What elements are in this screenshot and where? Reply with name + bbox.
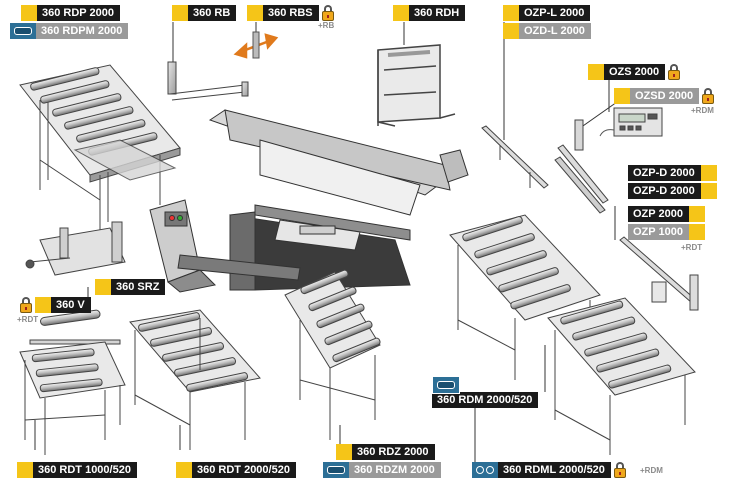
label-360-v: 360 V <box>17 297 91 313</box>
label-360-rdt-2000-520: 360 RDT 2000/520 <box>176 462 296 478</box>
control-module-icon <box>323 462 349 478</box>
rdh-frame <box>377 44 456 127</box>
rdz-table <box>284 269 381 440</box>
rdp-table <box>19 64 181 230</box>
bandsaw-machine <box>149 109 469 293</box>
label-ozs-2000: OZS 2000 <box>588 64 681 80</box>
label-360-rdz-2000: 360 RDZ 2000 <box>336 444 435 460</box>
label-ozp-l-2000: OZP-L 2000 <box>503 5 591 21</box>
control-module-icon <box>432 376 460 394</box>
motor-rollers-icon <box>472 462 498 478</box>
ozp-1000-sub: +RDT <box>681 243 703 252</box>
rdml-sub: +RDM <box>640 466 663 475</box>
rdt-1000-table <box>19 341 126 455</box>
label-ozp-d-2000-second: OZP-D 2000 <box>628 183 717 199</box>
label-360-rbs: 360 RBS <box>247 5 335 21</box>
rdt-2000-table <box>129 309 261 450</box>
label-360-rb: 360 RB <box>172 5 237 21</box>
rbs-sub: +RB <box>318 21 335 30</box>
lock-icon <box>321 5 335 21</box>
rb-stop <box>167 61 249 101</box>
rdm-table <box>449 214 601 380</box>
ozp-rail <box>619 236 699 311</box>
label-360-srz: 360 SRZ <box>95 279 166 295</box>
control-module-icon <box>10 23 36 39</box>
lock-icon <box>613 462 627 478</box>
label-ozsd-2000: OZSD 2000 <box>614 88 715 104</box>
label-360-rdm-2000-520: 360 RDM 2000/520 <box>432 392 539 408</box>
yellow-square <box>21 5 37 21</box>
srz-table <box>25 221 126 276</box>
v-roller <box>29 309 121 345</box>
label-360-rdzm-2000: 360 RDZM 2000 <box>323 462 441 478</box>
move-arrows-icon <box>233 31 279 59</box>
ozsd-sub: +RDM <box>691 106 714 115</box>
ozp-l-rail <box>481 125 549 189</box>
lock-icon <box>19 297 33 313</box>
label-ozp-1000: OZP 1000 <box>628 224 705 240</box>
lock-icon <box>701 88 715 104</box>
label-360-rdpm-2000: 360 RDPM 2000 <box>10 23 129 39</box>
label-360-rdh: 360 RDH <box>393 5 466 21</box>
label-360-rdml-2000-520: 360 RDML 2000/520 <box>472 462 627 478</box>
label-ozd-l-2000: OZD-L 2000 <box>503 23 591 39</box>
ozs-rail <box>554 107 663 214</box>
lock-icon <box>667 64 681 80</box>
rdml-table <box>547 297 696 455</box>
v-sub: +RDT <box>17 315 39 324</box>
label-360-rdp-2000: 360 RDP 2000 <box>21 5 120 21</box>
label-ozp-d-2000: OZP-D 2000 <box>628 165 717 181</box>
label-ozp-2000: OZP 2000 <box>628 206 705 222</box>
label-360-rdt-1000-520: 360 RDT 1000/520 <box>17 462 137 478</box>
